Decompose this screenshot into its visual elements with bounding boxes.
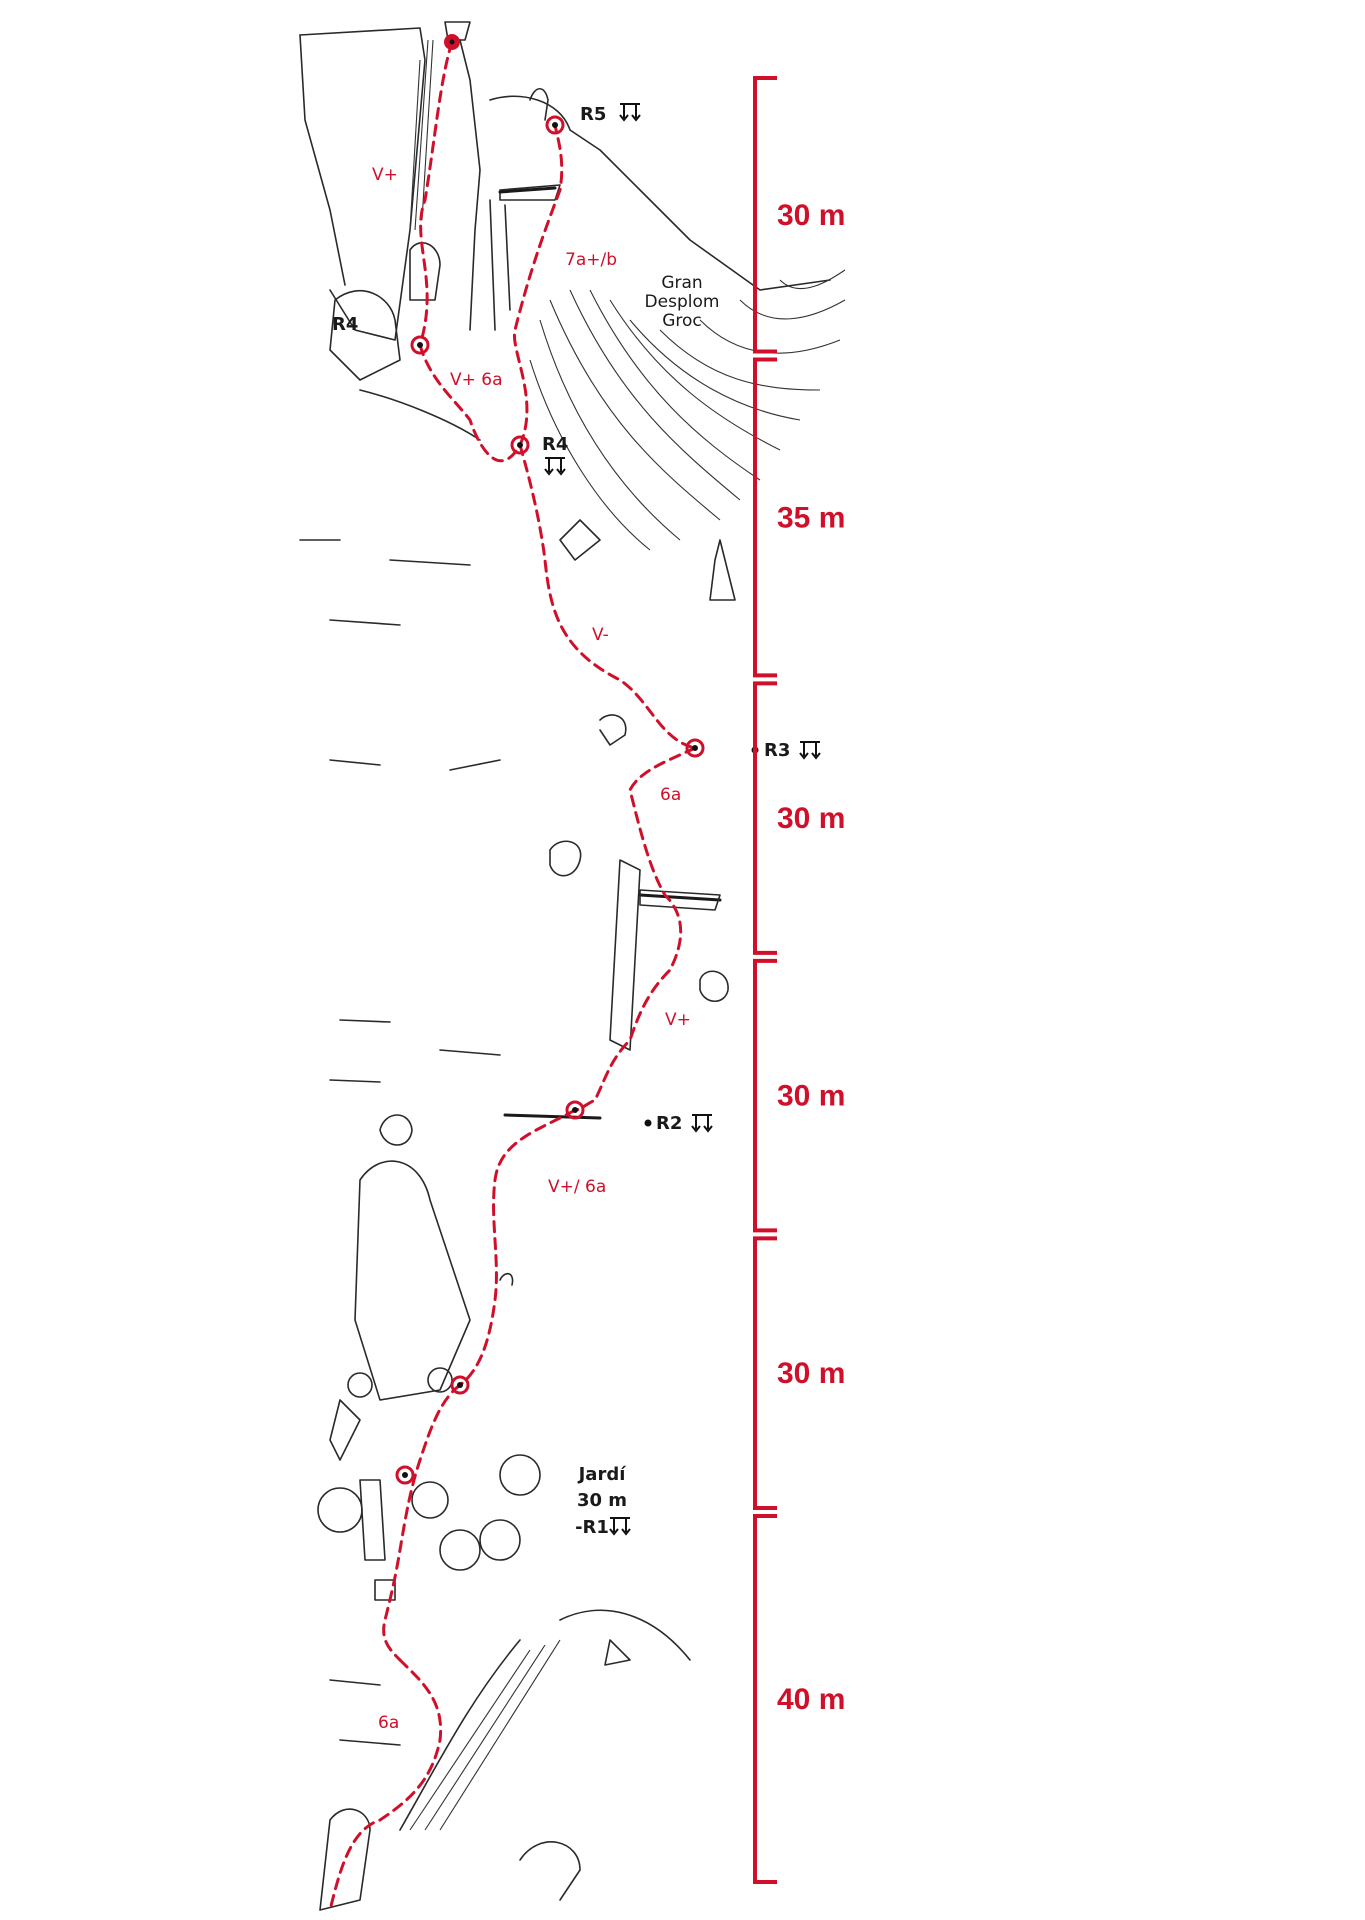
scale-label: 30 m (777, 1357, 845, 1390)
scale-bracket (753, 76, 777, 354)
belay-stations (395, 34, 705, 1485)
grade-pitch-1: 6a (378, 1713, 399, 1733)
belay-station-r3 (685, 738, 705, 758)
garden-trees (317, 1367, 541, 1601)
scale-label: 40 m (777, 1683, 845, 1716)
route-line (328, 40, 697, 1912)
label-groc: Groc (662, 311, 702, 331)
scale-label: 30 m (777, 199, 845, 232)
grade-pitch-2: V+/ 6a (548, 1177, 606, 1197)
r2-dot (644, 1119, 652, 1127)
belay-station-r4-left (410, 335, 430, 355)
belay-station-r5 (545, 115, 565, 135)
label-r4-right: R4 (542, 434, 568, 455)
scale-bracket (753, 357, 777, 678)
label-desplom: Desplom (645, 292, 720, 312)
scale-bracket (753, 681, 777, 955)
scale-label: 30 m (777, 1080, 845, 1113)
double-anchor-icon (609, 1517, 631, 1536)
grade-pitch-6: V+ (372, 165, 398, 185)
grade-pitch-5: 7a+/b (565, 250, 617, 270)
label-r1: -R1 (575, 1517, 609, 1538)
scale-bracket (753, 958, 777, 1233)
belay-station-mid (450, 1375, 470, 1395)
label-jardi-length: 30 m (577, 1490, 627, 1511)
scale-bracket (753, 1236, 777, 1510)
overhang-hatch (529, 269, 846, 551)
belay-station-top (444, 34, 460, 50)
scale-label: 35 m (777, 501, 845, 534)
grade-pitch-4: V- (592, 625, 609, 645)
grade-pitch-5b: V+ 6a (450, 370, 503, 390)
double-anchor-icon (799, 741, 821, 760)
label-gran: Gran (661, 273, 702, 293)
label-jardi: Jardí (577, 1464, 627, 1485)
scale-bracket (753, 1513, 777, 1884)
rock-sketch (299, 21, 846, 1911)
double-anchor-icon (544, 457, 566, 476)
station-labels: R5 R4 R4 R3 R2 Gran Desplom Groc Jardí 3… (332, 103, 821, 1538)
label-r2: R2 (656, 1113, 682, 1134)
grade-pitch-3a: 6a (660, 785, 681, 805)
double-anchor-icon (619, 103, 641, 122)
belay-station-r1 (395, 1465, 415, 1485)
double-anchor-icon (691, 1114, 713, 1133)
length-scale: 30 m 35 m 30 m 30 m 30 m 40 m (753, 76, 845, 1884)
belay-station-r4-right (510, 435, 530, 455)
label-r5: R5 (580, 104, 606, 125)
belay-station-r2 (565, 1100, 585, 1120)
label-r4-left: R4 (332, 314, 358, 335)
pitch-grades: V+ 7a+/b V+ 6a V- 6a V+ V+/ 6a 6a (372, 165, 691, 1733)
scale-label: 30 m (777, 802, 845, 835)
grade-pitch-3b: V+ (665, 1010, 691, 1030)
label-r3: R3 (764, 740, 790, 761)
